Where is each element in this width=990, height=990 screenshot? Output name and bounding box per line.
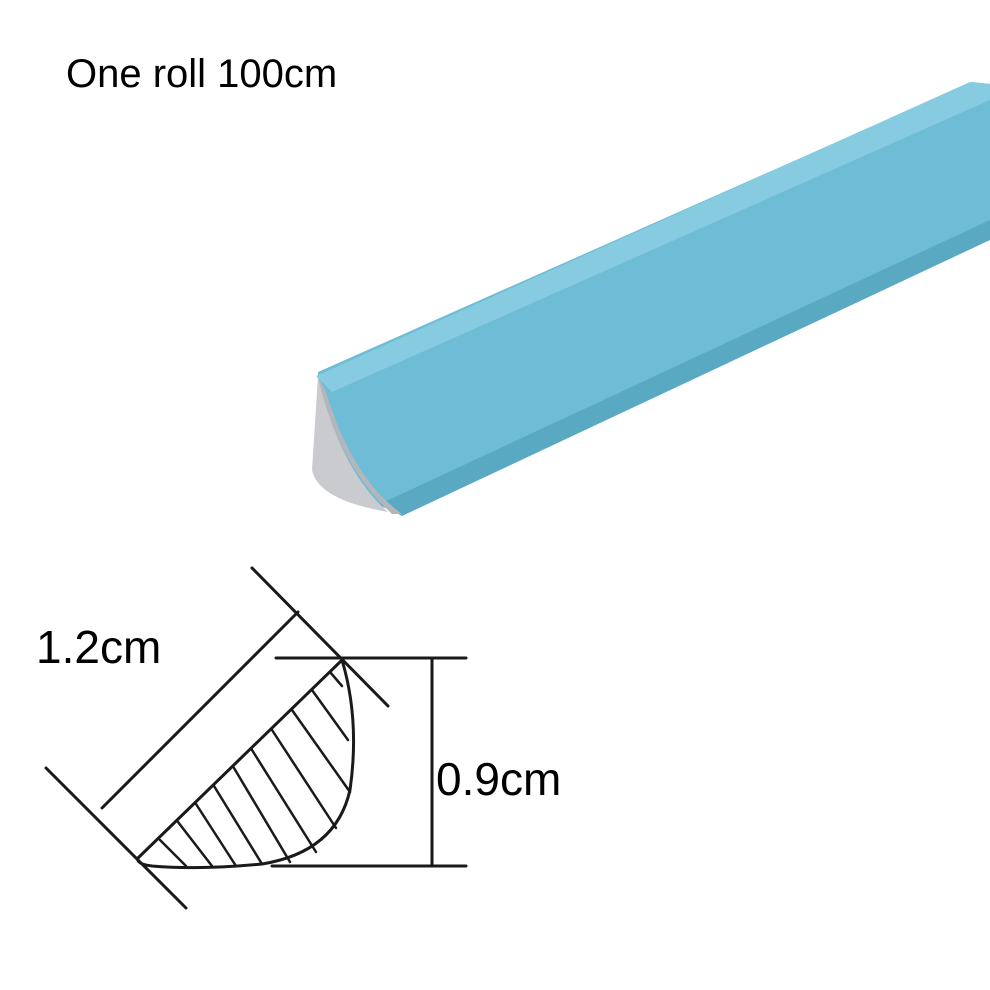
strip-top-face <box>318 82 990 514</box>
product-length-headline: One roll 100cm <box>66 52 338 96</box>
height-dimension-label: 0.9cm <box>436 753 562 805</box>
strip-upper-bevel <box>316 82 990 392</box>
width-dimension-line <box>100 610 300 810</box>
cross-section-diagram <box>44 566 468 910</box>
width-extension-right <box>250 566 390 708</box>
width-extension-left <box>44 766 188 910</box>
profile-hatching <box>158 670 352 868</box>
corner-strip-illustration <box>312 82 990 516</box>
profile-outline <box>136 657 356 870</box>
strip-lower-shadow <box>380 220 990 516</box>
width-dimension-label: 1.2cm <box>36 621 162 673</box>
strip-end-cap <box>312 376 388 512</box>
